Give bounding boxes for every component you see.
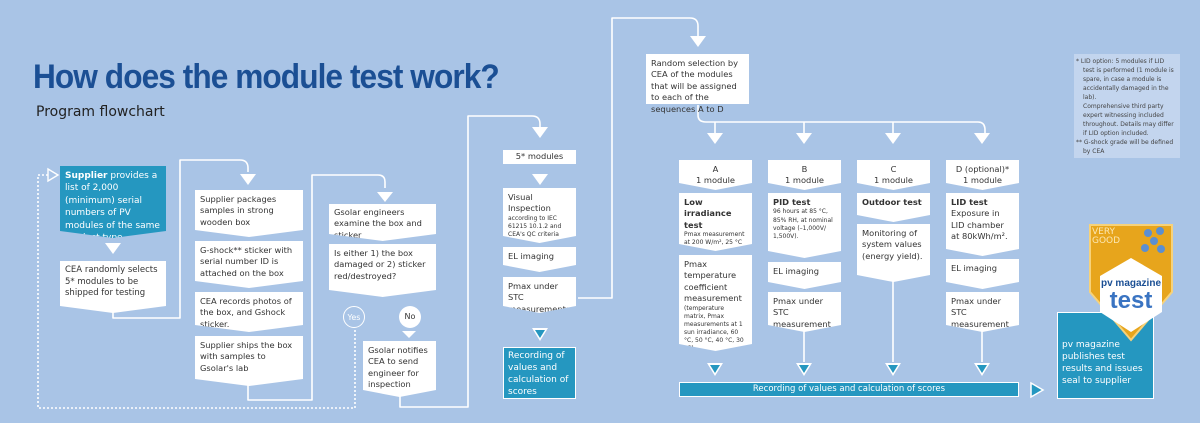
recording-bar: Recording of values and calculation of s… [679, 382, 1019, 397]
test-title: Low irradiance test [684, 197, 732, 230]
step-title: Pmax temperature coefficient measurement [684, 259, 742, 304]
sticker-step: G-shock** sticker with serial number ID … [195, 241, 303, 288]
five-modules-label: 5* modules [503, 150, 576, 164]
test-title: PID test [773, 197, 811, 207]
seal-rating: VERY GOOD [1092, 227, 1121, 247]
notify-step: Gsolar notifies CEA to send engineer for… [363, 341, 436, 397]
publish-step: pv magazine publishes test results and i… [1057, 312, 1154, 399]
arrow-down-icon [402, 331, 416, 338]
seal-word: test [1109, 287, 1153, 314]
supplier-bold: Supplier [65, 171, 108, 181]
pmax-step: Pmax under STC measurement [768, 292, 841, 332]
supplier-text: provides a list of 2,000 (minimum) seria… [65, 171, 160, 244]
page-title: How does the module test work? [33, 58, 500, 96]
footnote-gshock: ** G-shock grade will be defined by CEA [1076, 139, 1174, 155]
sequence-d-header: D (optional)*1 module [946, 160, 1019, 190]
visual-title: Visual Inspection [508, 192, 551, 214]
yes-label: Yes [343, 306, 365, 328]
supplier-step: Supplier provides a list of 2,000 (minim… [60, 166, 166, 238]
arrow-down-icon [796, 133, 812, 144]
test-title: LID test [951, 197, 988, 207]
arrow-down-icon [240, 174, 256, 185]
arrow-down-icon [974, 133, 990, 144]
temp-coefficient-step: Pmax temperature coefficient measurement… [679, 255, 752, 351]
cea-select-step: CEA randomly selects 5* modules to be sh… [60, 261, 166, 313]
sequence-count: 1 module [695, 175, 735, 186]
sequence-letter: A [712, 164, 719, 174]
decision-step: Is either 1) the box damaged or 2) stick… [329, 244, 436, 297]
pmax-step: Pmax under STC measurement [946, 292, 1019, 332]
test-sub: Pmax measurement at 200 W/m², 25 °C [684, 231, 745, 247]
arrow-down-icon [532, 127, 548, 138]
ships-step: Supplier ships the box with samples to G… [195, 336, 303, 386]
footnote-lid: * LID option: 5 modules if LID test is p… [1076, 58, 1174, 101]
arrow-down-icon [532, 174, 548, 185]
test-sub: 96 hours at 85 °C, 85% RH, at nominal vo… [773, 208, 833, 240]
footnote-witness: Comprehensive third party expert witness… [1083, 103, 1174, 137]
pmax-step: Pmax under STC measurements [503, 277, 576, 313]
sequence-count: 1 module [962, 175, 1002, 186]
page-subtitle: Program flowchart [36, 104, 165, 120]
photos-step: CEA records photos of the box, and Gshoc… [195, 292, 303, 332]
visual-sub: according to IEC 61215 10.1.2 and CEA's … [508, 214, 562, 239]
arrow-down-icon [707, 133, 723, 144]
el-imaging-step: EL imaging [946, 259, 1019, 289]
monitoring-step: Monitoring of system values (energy yiel… [857, 224, 930, 282]
test-title: Outdoor test [862, 197, 922, 207]
sequence-letter: B [801, 164, 808, 174]
seal-brand: pv magazine [1100, 278, 1162, 289]
sequence-letter: D (optional)* [955, 164, 1010, 174]
arrow-down-icon [105, 243, 121, 254]
sequence-count: 1 module [873, 175, 913, 186]
no-label: No [399, 306, 421, 328]
step-sub: (temperature matrix, Pmax measurements a… [684, 304, 744, 353]
outdoor-test-step: Outdoor test [857, 193, 930, 222]
sequence-count: 1 module [784, 175, 824, 186]
arrow-down-icon [885, 133, 901, 144]
test-sub: Exposure in LID chamber at 80kWh/m². [951, 208, 1008, 242]
recording-step: Recording of values and calculation of s… [503, 347, 576, 399]
footnotes: * LID option: 5 modules if LID test is p… [1074, 54, 1180, 158]
arrow-down-icon [690, 36, 706, 47]
sequence-letter: C [890, 164, 897, 174]
examine-step: Gsolar engineers examine the box and sti… [329, 204, 436, 241]
arrow-down-icon [377, 192, 393, 202]
random-selection-step: Random selection by CEA of the modules t… [646, 54, 749, 114]
packages-step: Supplier packages samples in strong wood… [195, 190, 303, 237]
